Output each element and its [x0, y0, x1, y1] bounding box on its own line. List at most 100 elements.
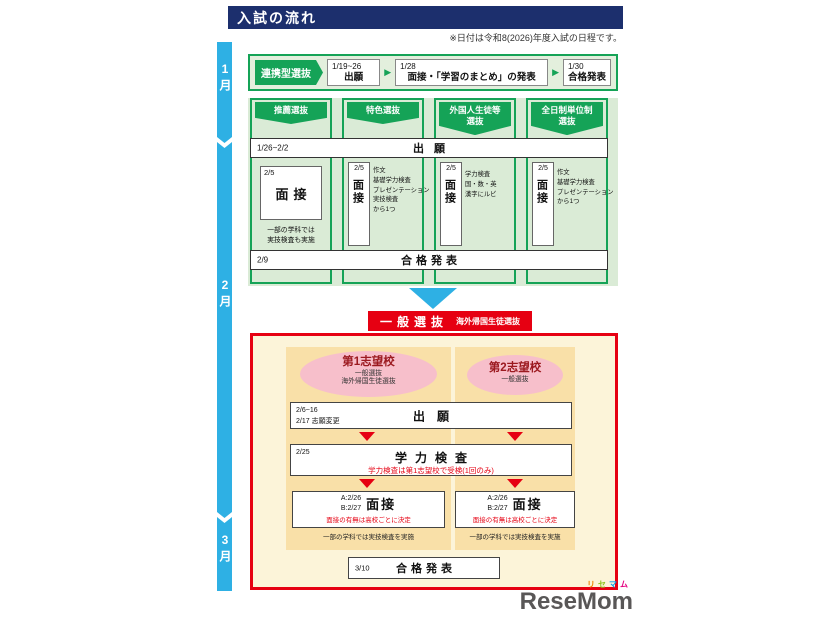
box-main: 面接 — [275, 187, 312, 202]
general-selection-title: 一般選抜 海外帰国生徒選抜 — [368, 311, 533, 331]
column-notes: 作文 基礎学力検査 プレゼンテーション 実技検査 から1つ — [373, 166, 430, 215]
box-main: 面接 — [351, 179, 364, 205]
interview-main: 面接 — [512, 497, 543, 512]
column-gaikokujin: 外国人生徒等 選抜 — [434, 98, 516, 284]
general-selection-panel: 第1志望校 一般選抜 海外帰国生徒選抜 第2志望校 一般選抜 2/6~16 2/… — [250, 333, 618, 590]
column-label: 特色選抜 — [347, 102, 419, 125]
box-date: 2/5 — [354, 165, 364, 172]
renkei-step-application: 1/19~26 出願 — [327, 58, 381, 87]
interview-box-first-choice: A:2/26 B:2/27 面接 面接の有無は高校ごとに決定 — [292, 491, 445, 528]
row-main: 出願 — [413, 143, 455, 155]
note-line: 基礎学力検査 — [373, 176, 411, 184]
note-line: 実技検査 — [373, 196, 399, 204]
interview-black-note: 一部の学科では実技検査を実施 — [323, 534, 414, 541]
choice-title: 第2志望校 — [488, 362, 542, 374]
interview-box-zennichisei: 2/5 面接 — [532, 162, 554, 246]
note-line: プレゼンテーション — [373, 186, 430, 194]
arrow-right-icon: ▶ — [384, 67, 392, 77]
interview-main: 面接 — [366, 497, 397, 512]
choice-sub: 一般選抜 — [501, 375, 529, 383]
down-arrow-icon — [409, 288, 457, 309]
note-line: 学力検査 — [465, 171, 491, 178]
logo-kana-char: セ — [598, 580, 606, 589]
note-line: 基礎学力検査 — [557, 178, 595, 186]
row-dates: 2/6~16 2/17 志願変更 — [296, 407, 340, 425]
note-line: 作文 — [373, 167, 386, 174]
title-main: 一般選抜 — [380, 314, 449, 329]
logo-kana-char: リ — [587, 580, 595, 589]
interview-black-note: 一部の学科では実技検査を実施 — [469, 534, 561, 541]
row-date: 3/10 — [355, 563, 370, 573]
interview-dates: A:2/26 B:2/27 — [487, 495, 508, 512]
box-main: 面接 — [535, 179, 548, 205]
logo-kana-char: ム — [620, 580, 628, 589]
column-label: 全日制単位制 選抜 — [531, 102, 603, 136]
interview-dates: A:2/26 B:2/27 — [340, 495, 362, 512]
first-choice-oval: 第1志望校 一般選抜 海外帰国生徒選抜 — [300, 351, 437, 397]
resemom-logo: リ セ マ ム ReseMom — [513, 579, 633, 614]
interview-red-note: 面接の有無は高校ごとに決定 — [472, 517, 558, 524]
column-tokushoku: 特色選抜 — [342, 98, 424, 284]
timeline-bar — [217, 42, 232, 591]
box-date: 2/5 — [446, 165, 456, 172]
column-label: 外国人生徒等 選抜 — [439, 102, 511, 136]
note-line: 実技検査も実施 — [267, 236, 315, 244]
interview-box-tokushoku: 2/5 面接 — [348, 162, 370, 246]
down-arrow-icon — [507, 479, 523, 488]
box-main: 面接 — [443, 179, 456, 205]
general-application-row: 2/6~16 2/17 志願変更 出願 — [290, 402, 572, 429]
second-choice-oval: 第2志望校 一般選抜 — [467, 355, 563, 395]
logo-text: ReseMom — [519, 588, 633, 615]
selection-grid: 推薦選抜 特色選抜 外国人生徒等 選抜 全日制単位制 選抜 1/26~2/2 出… — [248, 98, 618, 286]
interview-box-gaikokujin: 2/5 面接 — [440, 162, 462, 246]
column-label: 推薦選抜 — [255, 102, 327, 125]
arrow-right-icon: ▶ — [552, 67, 559, 77]
grid-application-row: 1/26~2/2 出願 — [250, 138, 608, 158]
interview-box-second-choice: A:2/26 B:2/27 面接 面接の有無は高校ごとに決定 — [455, 491, 575, 528]
row-main: 合格発表 — [401, 255, 461, 267]
column-notes: 学力検査 国・数・英 漢字にルビ — [465, 170, 515, 199]
column-zennichisei: 全日制単位制 選抜 — [526, 98, 608, 284]
timeline-month-jan: 1月 — [218, 62, 232, 94]
note-line: 漢字にルビ — [465, 190, 497, 198]
row-date: 2/25 — [296, 449, 310, 456]
choice-title: 第1志望校 — [342, 356, 395, 368]
step-main: 出願 — [344, 71, 364, 83]
renkei-selection-strip: 連携型選抜 1/19~26 出願 ▶ 1/28 面接・「学習のまとめ」の発表 ▶… — [248, 54, 618, 91]
date-note: ※日付は令和8(2026)年度入試の日程です。 — [449, 33, 622, 43]
step-date: 1/30 — [567, 61, 584, 71]
interview-red-note: 面接の有無は高校ごとに決定 — [326, 517, 411, 524]
timeline-month-feb: 2月 — [218, 278, 232, 310]
note-line: から1つ — [373, 206, 396, 213]
general-exam-row: 2/25 学力検査 学力検査は第1志望校で受検(1回のみ) — [290, 444, 572, 476]
down-arrow-icon — [359, 479, 375, 488]
page-title: 入試の流れ — [228, 6, 623, 29]
note-line: 国・数・英 — [465, 180, 497, 188]
note-line: プレゼンテーション — [557, 188, 614, 196]
renkei-label: 連携型選抜 — [255, 60, 323, 85]
row-date: 1/26~2/2 — [257, 143, 289, 153]
general-announcement-row: 3/10 合格発表 — [348, 557, 500, 579]
column-notes: 一部の学科では 実技検査も実施 — [250, 226, 332, 245]
box-date: 2/5 — [538, 165, 548, 172]
timeline-month-mar: 3月 — [218, 533, 232, 565]
title-sub: 海外帰国生徒選抜 — [456, 316, 521, 326]
down-arrow-icon — [359, 432, 375, 441]
row-main: 合格発表 — [396, 563, 456, 575]
row-main: 出願 — [412, 409, 461, 423]
row-date: 2/9 — [257, 255, 269, 265]
note-line: 一部の学科では — [267, 227, 315, 234]
grid-announcement-row: 2/9 合格発表 — [250, 250, 608, 270]
exam-note: 学力検査は第1志望校で受検(1回のみ) — [368, 466, 494, 475]
column-suisen: 推薦選抜 — [250, 98, 332, 284]
choice-sub: 一般選抜 海外帰国生徒選抜 — [341, 369, 396, 386]
renkei-step-announcement: 1/30 合格発表 — [562, 58, 611, 87]
logo-kana-char: マ — [609, 580, 617, 589]
logo-kana: リ セ マ ム — [513, 579, 628, 590]
down-arrow-icon — [507, 432, 523, 441]
step-main: 合格発表 — [567, 71, 606, 83]
note-line: から1つ — [557, 198, 580, 206]
step-date: 1/19~26 — [332, 61, 362, 71]
renkei-step-interview: 1/28 面接・「学習のまとめ」の発表 — [395, 58, 549, 87]
